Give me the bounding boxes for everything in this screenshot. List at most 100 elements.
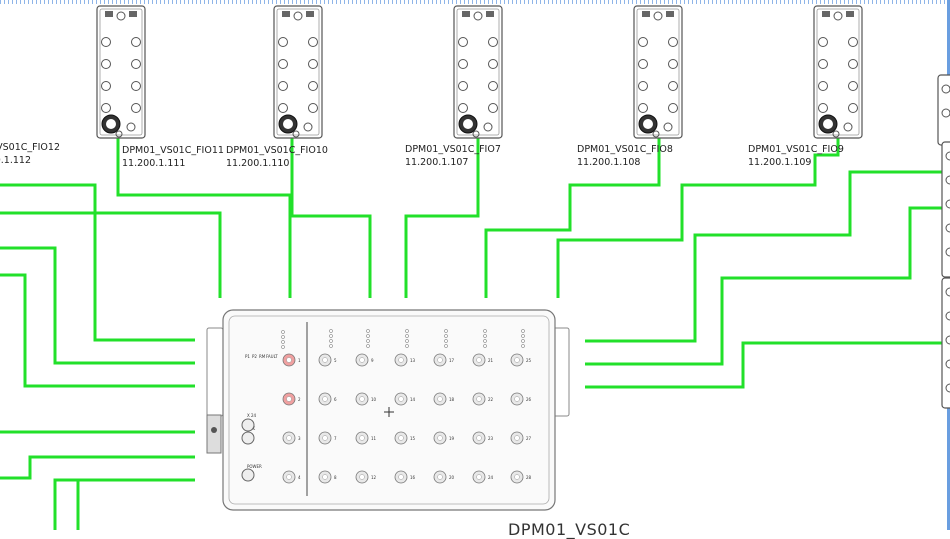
edge-device[interactable] (937, 74, 950, 146)
power-connector-core (643, 119, 653, 129)
indicator-label: P2 (252, 354, 257, 359)
status-led (521, 329, 525, 333)
io-port-icon (488, 59, 498, 69)
power-connector-icon (241, 418, 255, 432)
io-port-icon (101, 103, 111, 113)
module-label-fio9: DPM01_VS01C_FIO9 11.200.1.109 (748, 143, 844, 169)
io-port-icon (131, 81, 141, 91)
status-led (483, 329, 487, 333)
network-port-icon (292, 130, 300, 138)
io-port-icon (278, 59, 288, 69)
status-led (521, 339, 525, 343)
device-port-icon (945, 199, 950, 209)
device-port-icon (945, 335, 950, 345)
port-number: 7 (334, 436, 337, 441)
io-port-core (476, 357, 482, 363)
io-port-core (437, 435, 443, 441)
io-port-icon (818, 103, 828, 113)
link-path (585, 206, 950, 366)
io-port-icon (638, 37, 648, 47)
edge-device[interactable] (941, 141, 950, 278)
module-ip: 11.200.1.107 (405, 157, 469, 168)
io-port-icon (458, 37, 468, 47)
status-led (405, 339, 409, 343)
port-number: 11 (371, 436, 377, 441)
status-led (329, 334, 333, 338)
io-port-icon (458, 103, 468, 113)
io-port-core (286, 396, 292, 402)
fio-module[interactable] (813, 5, 863, 139)
io-port-core (514, 357, 520, 363)
module-ip: 11.200.1.111 (122, 158, 186, 169)
edge-device[interactable] (941, 277, 950, 409)
fio-module[interactable] (633, 5, 683, 139)
port-number: 27 (526, 436, 532, 441)
io-port-icon (848, 103, 858, 113)
status-led (306, 11, 314, 17)
port-number: 17 (449, 358, 455, 363)
link-path (116, 125, 292, 298)
module-inner-frame (276, 8, 320, 136)
io-port-core (398, 396, 404, 402)
io-port-icon (638, 59, 648, 69)
port-number: 19 (449, 436, 455, 441)
indicator-label: FAULT (266, 354, 278, 359)
module-ip: 11.200.1.110 (226, 158, 290, 169)
io-port-icon (278, 81, 288, 91)
device-port-icon (945, 359, 950, 369)
port-number: 13 (410, 358, 416, 363)
module-ip: 11.200.1.112 (0, 155, 31, 166)
io-port-core (514, 474, 520, 480)
io-port-icon (488, 81, 498, 91)
io-port-core (437, 474, 443, 480)
io-port-core (359, 435, 365, 441)
port-number: 24 (488, 475, 494, 480)
ground-clamp (206, 414, 222, 454)
status-led (405, 334, 409, 338)
module-inner-frame (456, 8, 500, 136)
io-port-icon (818, 37, 828, 47)
status-led (366, 334, 370, 338)
module-name: DPM01_VS01C_FIO12 (0, 142, 60, 153)
fio-module[interactable] (453, 5, 503, 139)
status-led (521, 344, 525, 348)
module-ip: 11.200.1.108 (577, 157, 641, 168)
link-path (484, 125, 661, 298)
io-port-core (286, 435, 292, 441)
fio-module[interactable] (96, 5, 146, 139)
network-port-icon (115, 130, 123, 138)
io-port-icon (668, 37, 678, 47)
port-number: 25 (526, 358, 532, 363)
top-connector-icon (116, 11, 126, 21)
io-port-icon (131, 37, 141, 47)
io-port-icon (818, 59, 828, 69)
network-port-icon (303, 122, 313, 132)
indicator-label: P1 (245, 354, 250, 359)
port-number: 9 (371, 358, 374, 363)
device-port-icon (945, 151, 950, 161)
io-port-icon (848, 81, 858, 91)
port-number: 12 (371, 475, 377, 480)
io-port-icon (848, 59, 858, 69)
status-led (405, 329, 409, 333)
port-number: 5 (334, 358, 337, 363)
status-led (405, 344, 409, 348)
io-port-core (359, 396, 365, 402)
power-connector-core (106, 119, 116, 129)
status-led (483, 339, 487, 343)
io-port-core (286, 357, 292, 363)
link-path (585, 341, 950, 389)
module-inner-frame (99, 8, 143, 136)
fio-module[interactable] (273, 5, 323, 139)
device-port-icon (945, 247, 950, 257)
port-number: 3 (298, 436, 301, 441)
io-port-icon (101, 37, 111, 47)
port-number: 10 (371, 397, 377, 402)
side-label: POWER (247, 464, 262, 469)
module-name: DPM01_VS01C_FIO10 (226, 145, 328, 156)
link-path (0, 455, 195, 480)
port-number: 20 (449, 475, 455, 480)
link-path (53, 478, 195, 530)
